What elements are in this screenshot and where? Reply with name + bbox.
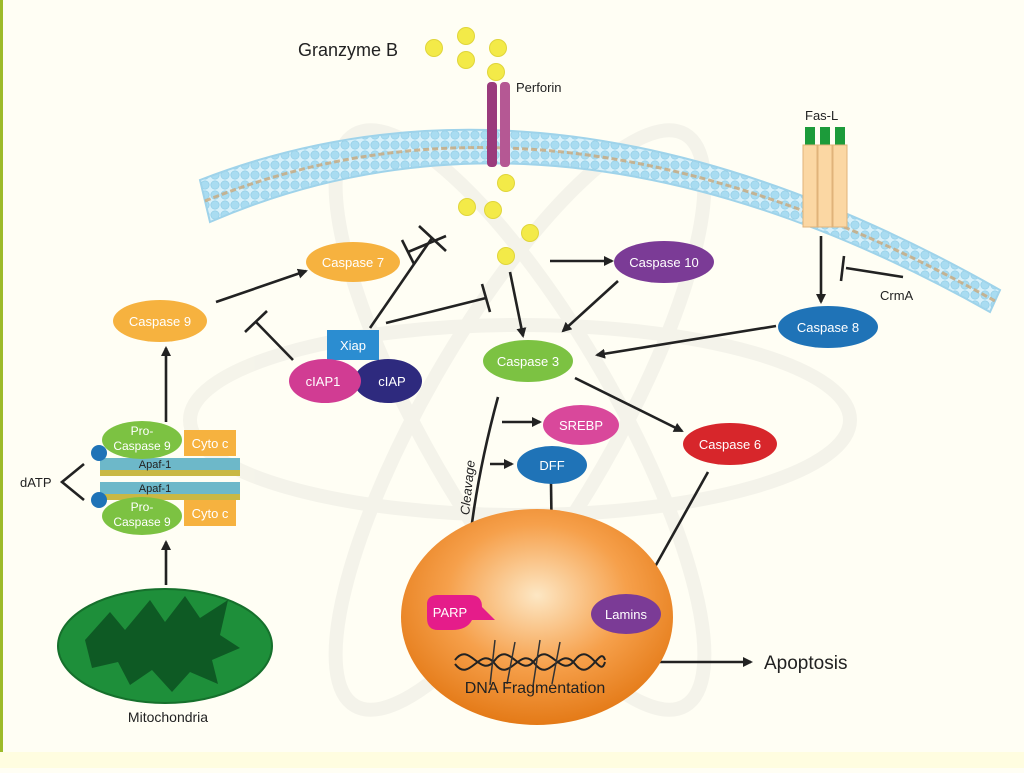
fas-l-receptor <box>802 127 848 228</box>
caspase-3-label: Caspase 3 <box>497 354 559 369</box>
apaf-1-label-top: Apaf-1 <box>139 459 171 471</box>
parp-node: PARP <box>427 595 495 630</box>
arrow-caspase9-to-caspase7 <box>215 268 308 304</box>
caspase-7-label: Caspase 7 <box>322 255 384 270</box>
caspase-10-node: Caspase 10 <box>614 241 714 283</box>
inhibit-crma-to-caspase8 <box>845 266 904 279</box>
caspase-6-label: Caspase 6 <box>699 437 761 452</box>
caspase-9-label: Caspase 9 <box>129 314 191 329</box>
procaspase-9-top-line1: Pro- <box>131 424 154 438</box>
cyto-c-label-bottom: Cyto c <box>192 506 229 521</box>
bottom-edge-bar <box>0 752 1024 768</box>
dna-fragmentation-label: DNA Fragmentation <box>465 680 606 697</box>
cyto-c-label-top: Cyto c <box>192 436 229 451</box>
granzyme-b-particles <box>425 27 539 265</box>
inhibit-ciap1-to-caspase9 <box>255 321 294 361</box>
mitochondria-label: Mitochondria <box>128 709 208 725</box>
lamins-node: Lamins <box>591 594 661 634</box>
arrow-caspase3-to-caspase6 <box>574 376 684 433</box>
caspase-3-node: Caspase 3 <box>483 340 573 382</box>
cleavage-label: Cleavage <box>457 459 478 515</box>
srebp-label: SREBP <box>559 418 603 433</box>
datp-bracket <box>59 462 85 502</box>
ciap1-label: cIAP1 <box>306 374 341 389</box>
apoptosis-label: Apoptosis <box>764 653 847 674</box>
fas-l-label: Fas-L <box>805 108 838 123</box>
granzyme-b-label: Granzyme B <box>298 40 398 60</box>
pathway-connectors <box>59 225 904 667</box>
cell-membrane <box>198 128 1002 314</box>
caspase-9-node: Caspase 9 <box>113 300 207 342</box>
nucleus <box>401 509 673 725</box>
parp-label: PARP <box>433 605 467 620</box>
perforin-label: Perforin <box>516 80 562 95</box>
procaspase-9-top-line2: Caspase 9 <box>113 439 171 453</box>
inhibit-xiap-to-caspase7 <box>368 237 434 329</box>
membrane-core <box>204 146 996 303</box>
procaspase-9-bottom-line2: Caspase 9 <box>113 515 171 529</box>
apaf-1-label-bottom: Apaf-1 <box>139 483 171 495</box>
left-edge-bar <box>0 0 3 768</box>
perforin-channel <box>487 82 510 167</box>
iap-complex: Xiap cIAP cIAP1 <box>289 330 422 403</box>
caspase-10-label: Caspase 10 <box>629 255 698 270</box>
ciap-label: cIAP <box>378 374 405 389</box>
inhibit-xiap-to-caspase3 <box>385 296 487 325</box>
datp-label: dATP <box>20 475 52 490</box>
caspase-8-node: Caspase 8 <box>778 306 878 348</box>
apoptosome: Apaf-1 Apaf-1 Pro- Caspase 9 Pro- Caspas… <box>91 421 240 535</box>
caspase-6-node: Caspase 6 <box>683 423 777 465</box>
crma-label: CrmA <box>880 288 914 303</box>
arrow-granzyme-to-caspase3 <box>508 271 527 338</box>
caspase-8-label: Caspase 8 <box>797 320 859 335</box>
xiap-label: Xiap <box>340 338 366 353</box>
srebp-node: SREBP <box>543 405 619 445</box>
dff-label: DFF <box>539 458 564 473</box>
dff-node: DFF <box>517 446 587 484</box>
mitochondria <box>57 588 273 704</box>
lamins-label: Lamins <box>605 607 647 622</box>
arrow-caspase10-to-caspase3 <box>561 280 619 333</box>
procaspase-9-bottom-line1: Pro- <box>131 500 154 514</box>
arrow-caspase8-to-caspase3 <box>595 324 777 359</box>
inhibit-xiap-to-caspase7-upper <box>407 234 447 254</box>
caspase-7-node: Caspase 7 <box>306 242 400 282</box>
